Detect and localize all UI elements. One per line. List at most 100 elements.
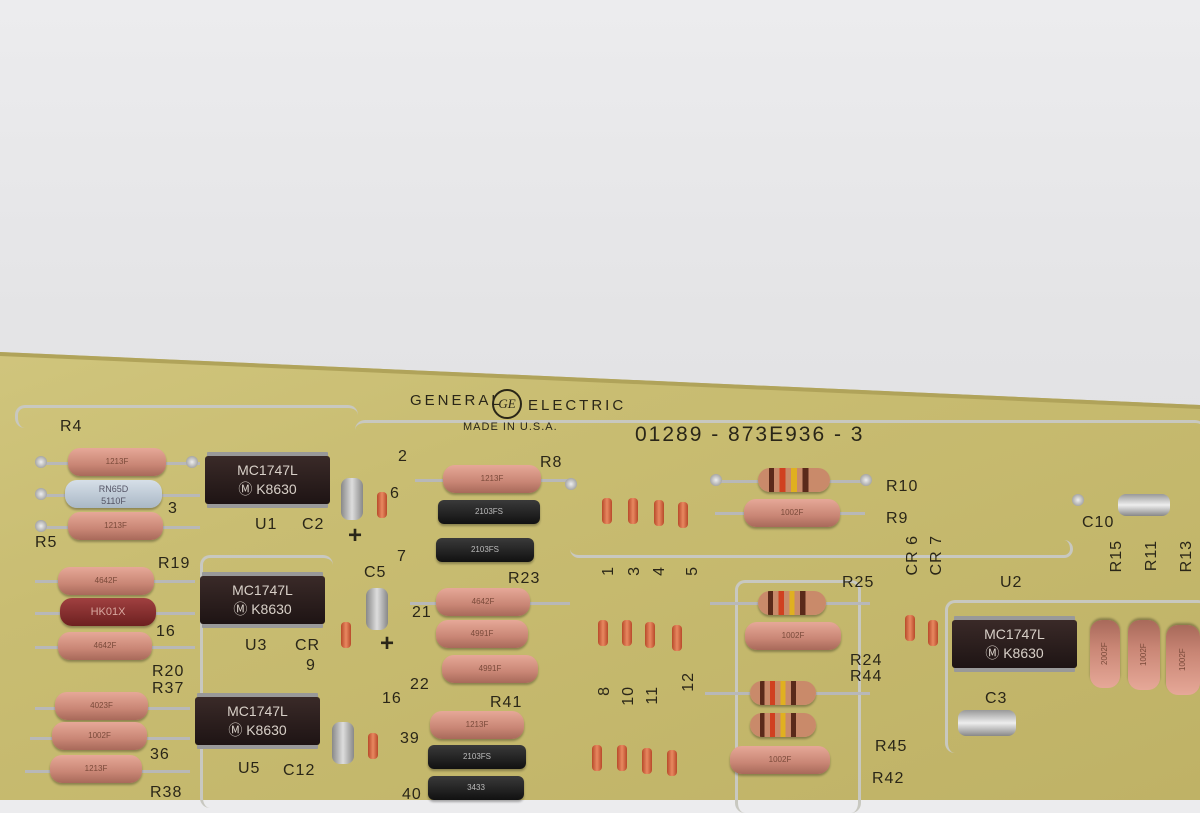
resistor: 1002F: [744, 499, 840, 527]
resistor: 3433: [428, 776, 524, 800]
diode: [341, 622, 351, 648]
resistor: 1002F: [730, 746, 830, 774]
label-39: 39: [400, 730, 420, 747]
label-r11: R11: [1143, 540, 1160, 572]
label-36: 36: [150, 746, 170, 763]
label-3b: 3: [626, 566, 643, 576]
resistor: 1213F: [430, 711, 524, 739]
motorola-logo-icon: Ⓜ: [228, 722, 243, 738]
made-in-usa: MADE IN U.S.A.: [463, 421, 558, 433]
resistor: 2103FS: [436, 538, 534, 562]
label-r44: R44: [850, 668, 883, 685]
diode: [678, 502, 688, 528]
label-r19: R19: [158, 555, 191, 572]
label-c5: C5: [364, 564, 387, 581]
resistor: 1002F: [1166, 625, 1200, 695]
label-c10: C10: [1082, 514, 1115, 531]
resistor: [758, 591, 826, 615]
label-u5: U5: [238, 760, 261, 777]
label-r9: R9: [886, 510, 909, 527]
trace: [200, 555, 333, 808]
diode: [928, 620, 938, 646]
motorola-logo-icon: Ⓜ: [233, 601, 248, 617]
label-c3: C3: [985, 690, 1008, 707]
ge-logo: GE: [492, 389, 522, 419]
diode: [645, 622, 655, 648]
solder-pad: [565, 478, 577, 490]
resistor: 1213F: [68, 448, 166, 476]
label-u3: U3: [245, 637, 268, 654]
label-r13: R13: [1178, 540, 1195, 573]
resistor-value: 5110F: [101, 496, 126, 506]
diode: [592, 745, 602, 771]
diode: [602, 498, 612, 524]
diode: [642, 748, 652, 774]
resistor: 1213F: [68, 512, 163, 540]
label-4: 4: [651, 566, 668, 576]
motorola-logo-icon: Ⓜ: [985, 645, 1000, 661]
trace: [355, 420, 1200, 463]
label-r25: R25: [842, 574, 875, 591]
diode: [377, 492, 387, 518]
resistor: [750, 713, 816, 737]
label-1: 1: [600, 566, 617, 576]
label-cr: CR: [295, 637, 321, 654]
solder-pad: [186, 456, 198, 468]
capacitor-c10: [1118, 494, 1170, 516]
capacitor-c3: [958, 710, 1016, 736]
label-r41: R41: [490, 694, 523, 711]
trace: [945, 600, 1200, 753]
diode: [905, 615, 915, 641]
ic-part: MC1747L: [227, 703, 288, 719]
diode: [617, 745, 627, 771]
brand-electric: ELECTRIC: [528, 397, 627, 414]
ic-part: MC1747L: [984, 626, 1045, 642]
resistor: 4991F: [436, 620, 528, 648]
resistor: HK01X: [60, 598, 156, 626]
label-r23: R23: [508, 570, 541, 587]
resistor: 2103FS: [438, 500, 540, 524]
resistor: 2002F: [1090, 620, 1120, 688]
label-16: 16: [156, 623, 176, 640]
resistor: 1213F: [50, 755, 142, 783]
resistor: 4642F: [58, 632, 152, 660]
label-r24: R24: [850, 652, 883, 669]
part-number: 01289 - 873E936 - 3: [635, 423, 865, 446]
label-r5: R5: [35, 534, 58, 551]
label-r15: R15: [1108, 540, 1125, 573]
resistor: [758, 468, 830, 492]
resistor: 4023F: [55, 692, 148, 720]
label-9: 9: [306, 657, 316, 674]
ic-part: MC1747L: [237, 462, 298, 478]
label-cr7: CR 7: [928, 535, 945, 576]
label-r4: R4: [60, 418, 83, 435]
label-u2: U2: [1000, 574, 1023, 591]
resistor: 1002F: [52, 722, 147, 750]
label-u1: U1: [255, 516, 278, 533]
resistor: 1002F: [1128, 620, 1160, 690]
diode: [598, 620, 608, 646]
label-r10: R10: [886, 478, 919, 495]
label-11: 11: [644, 686, 661, 705]
label-8: 8: [596, 686, 613, 696]
resistor: 1213F: [443, 465, 541, 493]
label-r8: R8: [540, 454, 563, 471]
label-cr6: CR 6: [904, 535, 921, 576]
label-5: 5: [684, 566, 701, 576]
label-7: 7: [397, 548, 407, 565]
label-r45: R45: [875, 738, 908, 755]
label-r42: R42: [872, 770, 905, 787]
ic-part: MC1747L: [232, 582, 293, 598]
diode: [628, 498, 638, 524]
diode: [368, 733, 378, 759]
solder-pad: [35, 520, 47, 532]
label-40: 40: [402, 786, 422, 803]
label-2: 2: [398, 448, 408, 465]
solder-pad: [860, 474, 872, 486]
label-r38: R38: [150, 784, 183, 801]
solder-pad: [35, 488, 47, 500]
trace: [15, 405, 358, 428]
